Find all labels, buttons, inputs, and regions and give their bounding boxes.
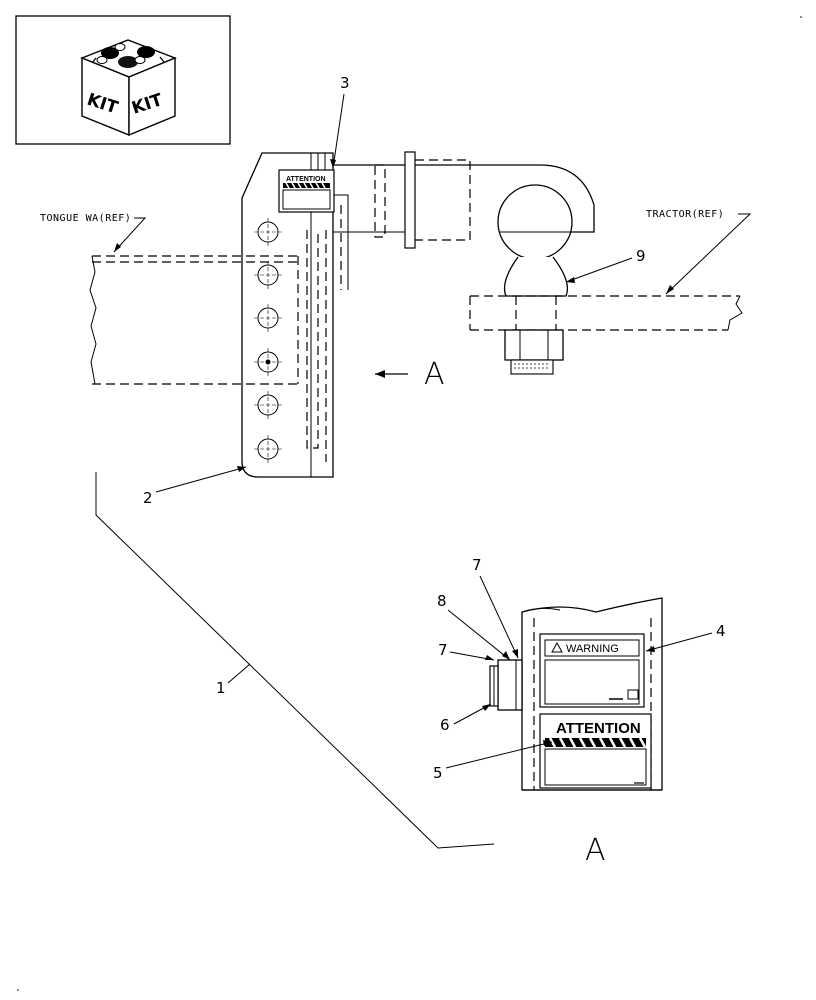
leader-line-1 bbox=[95, 472, 495, 849]
callout-8: 8 bbox=[437, 592, 447, 610]
attention-decal-large: ATTENTION bbox=[539, 713, 652, 789]
callout-7-top: 7 bbox=[472, 556, 482, 574]
tractor-ref-label: TRACTOR(REF) bbox=[646, 209, 724, 220]
view-marker-top: A bbox=[424, 357, 445, 392]
callout-7-lower: 7 bbox=[438, 641, 448, 659]
hitch-holes bbox=[254, 218, 282, 463]
attention-decal-large-title: ATTENTION bbox=[556, 720, 641, 737]
hitch-ball bbox=[497, 184, 594, 297]
callout-3: 3 bbox=[340, 74, 350, 92]
tongue-reference bbox=[89, 255, 300, 385]
hitch-plate bbox=[241, 152, 334, 478]
callout-4: 4 bbox=[716, 622, 726, 640]
attention-decal-small-title: ATTENTION bbox=[286, 176, 326, 183]
reference-labels: TONGUE WA(REF) TRACTOR(REF) bbox=[40, 209, 752, 295]
warning-decal-title: WARNING bbox=[566, 643, 619, 655]
hitch-tube bbox=[333, 151, 595, 249]
callout-5: 5 bbox=[433, 764, 443, 782]
attention-decal-small: ATTENTION bbox=[278, 169, 335, 213]
tongue-ref-label: TONGUE WA(REF) bbox=[40, 213, 131, 224]
warning-decal: WARNING bbox=[539, 633, 645, 708]
callout-2: 2 bbox=[143, 489, 153, 507]
callout-6: 6 bbox=[440, 716, 450, 734]
callouts: 1 2 3 9 4 7 8 7 6 5 bbox=[143, 74, 726, 782]
detail-a: WARNING ATTENTION A bbox=[489, 597, 663, 868]
callout-1: 1 bbox=[216, 679, 226, 697]
hitch-nut bbox=[504, 329, 564, 375]
view-a-arrow: A bbox=[375, 357, 445, 392]
tube-holder bbox=[489, 659, 523, 711]
kit-box-icon: KIT KIT bbox=[15, 15, 231, 145]
corner-dot bbox=[800, 16, 802, 18]
hitch-assembly: ATTENTION A bbox=[89, 151, 743, 478]
corner-dot bbox=[17, 989, 19, 991]
tractor-drawbar-reference bbox=[469, 295, 743, 331]
callout-9: 9 bbox=[636, 247, 646, 265]
view-marker-detail: A bbox=[585, 833, 606, 868]
